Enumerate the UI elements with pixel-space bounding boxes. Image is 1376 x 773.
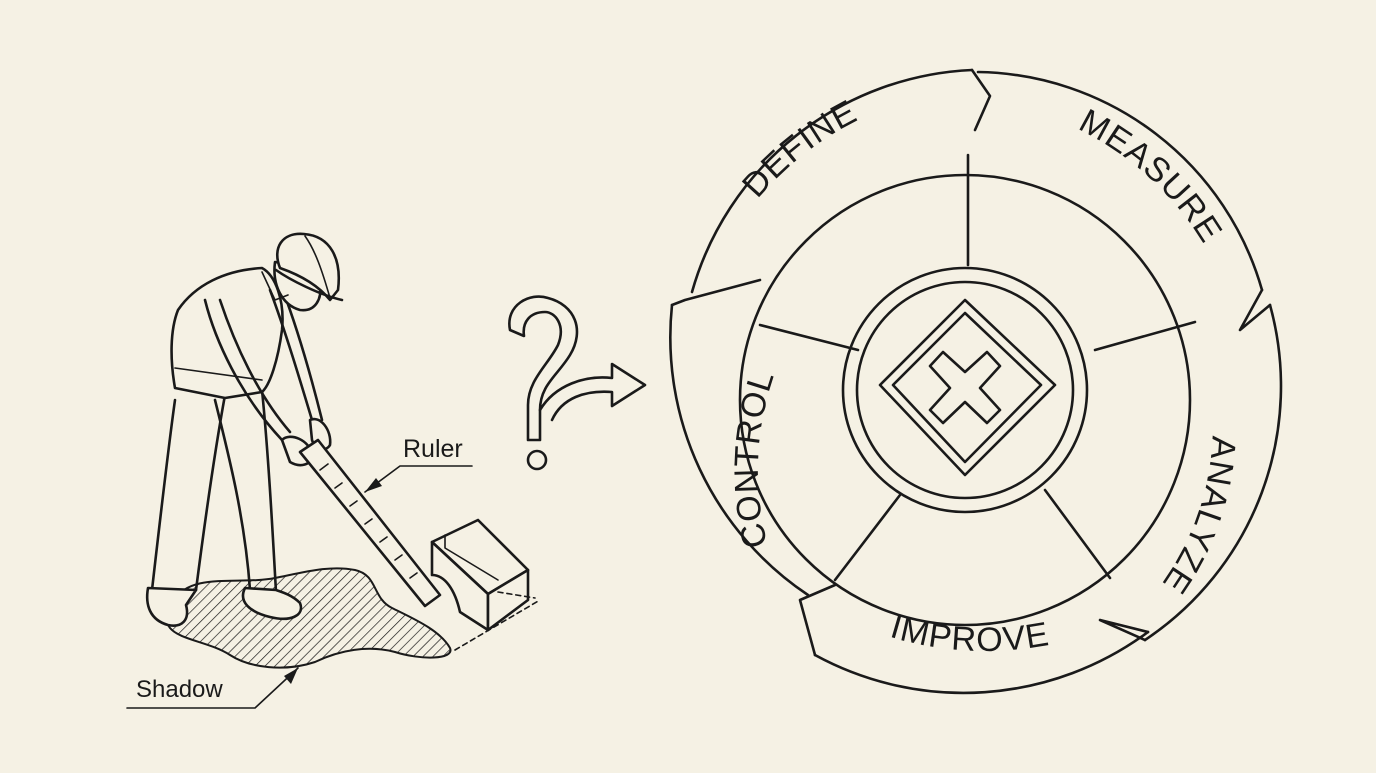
ruler-icon bbox=[298, 438, 442, 608]
shadow-label: Shadow bbox=[136, 676, 223, 703]
shadow-shape bbox=[165, 567, 452, 669]
segment-define: DEFINE bbox=[735, 93, 863, 205]
ruler-label: Ruler bbox=[403, 435, 463, 463]
dmaic-cycle: DEFINE MEASURE ANALYZE IMPROVE CONTROL bbox=[669, 68, 1283, 695]
curved-arrow-icon bbox=[538, 362, 647, 422]
worker-measuring-icon: Ruler Shadow bbox=[126, 232, 541, 709]
segment-analyze: ANALYZE bbox=[1155, 435, 1243, 601]
segment-measure: MEASURE bbox=[1073, 102, 1230, 250]
x-diamond-icon bbox=[878, 298, 1057, 477]
segment-control: CONTROL bbox=[728, 365, 782, 551]
question-mark-icon bbox=[508, 295, 579, 471]
box-icon bbox=[430, 518, 541, 651]
